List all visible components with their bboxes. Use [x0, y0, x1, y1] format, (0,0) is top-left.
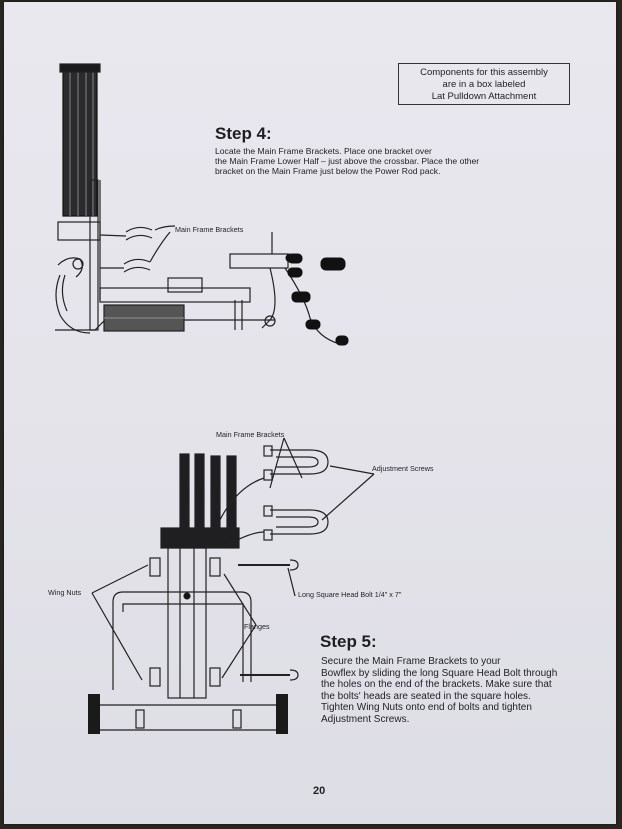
step5-line: the holes on the end of the brackets. Ma… — [321, 679, 552, 691]
step5-line: Adjustment Screws. — [321, 713, 410, 725]
step4-line: the Main Frame Lower Half – just above t… — [215, 156, 480, 167]
flanges-label: Flanges — [244, 622, 270, 631]
step5-line: Bowflex by sliding the long Square Head … — [321, 667, 558, 679]
manual-page — [4, 2, 616, 824]
step4-title: Step 4: — [215, 124, 272, 143]
main-frame-brackets-label-1: Main Frame Brackets — [175, 225, 244, 234]
step4-line: Locate the Main Frame Brackets. Place on… — [215, 146, 432, 156]
adjustment-screws-label: Adjustment Screws — [372, 464, 434, 473]
step5-line: Tighten Wing Nuts onto end of bolts and … — [321, 702, 532, 714]
step5-instructions: Secure the Main Frame Brackets to your B… — [321, 656, 557, 726]
step5-line: Secure the Main Frame Brackets to your — [321, 656, 501, 667]
wing-nuts-label: Wing Nuts — [48, 588, 82, 597]
step4-line: bracket on the Main Frame just below the… — [215, 166, 441, 177]
assembly-note-box: Components for this assembly are in a bo… — [398, 63, 570, 105]
note-line: are in a box labeled — [442, 79, 526, 90]
main-frame-brackets-label-2: Main Frame Brackets — [216, 430, 285, 439]
step5-line: the bolts' heads are seated in the squar… — [321, 690, 531, 702]
step5-title: Step 5: — [320, 632, 377, 651]
long-bolt-label: Long Square Head Bolt 1/4" x 7" — [298, 590, 402, 599]
note-line: Components for this assembly — [420, 67, 548, 78]
step4-instructions: Locate the Main Frame Brackets. Place on… — [215, 146, 479, 177]
note-line: Lat Pulldown Attachment — [431, 91, 537, 102]
page-number: 20 — [313, 785, 326, 797]
